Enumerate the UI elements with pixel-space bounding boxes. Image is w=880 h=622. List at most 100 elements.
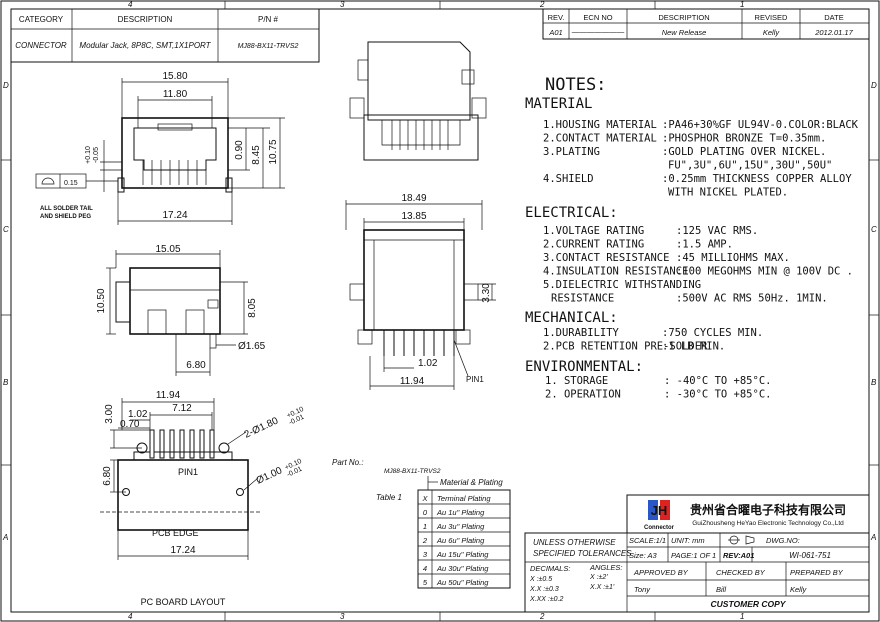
dim-front-0-15: 0.15 [64,180,78,187]
dim-front-10-75: 10.75 [268,139,279,164]
rev-col-revised: REVISED [755,13,789,22]
header-category-value: CONNECTOR [15,41,67,50]
mechanical-title: MECHANICAL: [525,310,618,326]
title-block: JH Connector 贵州省合曜电子科技有限公司 GuiZhousheng … [524,494,870,613]
material-item-key: 1.HOUSING MATERIAL [543,119,657,131]
plating-row-code: 0 [423,508,428,517]
header-pn-label: P/N # [258,15,279,24]
material-item-value: WITH NICKEL PLATED. [668,187,788,199]
dim-side-15-05: 15.05 [155,244,180,255]
decimals-2: X.X :±0.3 [529,586,559,593]
rev-row-rev: A01 [548,28,562,37]
material-item-value: :GOLD PLATING OVER NICKEL. [662,146,826,158]
zone-col-bottom-3: 3 [340,612,345,621]
rev-col-ecn: ECN NO [583,13,612,22]
customer-copy-label: CUSTOMER COPY [711,599,787,609]
plating-row-code: 2 [422,536,428,545]
notes-title: NOTES: [545,75,606,95]
dim-top-3-30: 3.30 [481,283,492,303]
dim-top-13-85: 13.85 [401,211,426,222]
zone-row-left-b: B [3,378,9,387]
notes-block: NOTES: MATERIAL 1.HOUSING MATERIAL:PA46+… [525,75,859,401]
zone-col-bottom-4: 4 [128,612,133,621]
plating-header-label: Terminal Plating [437,494,491,503]
rev-col-description: DESCRIPTION [658,13,709,22]
logo-mark-icon: JH [651,503,668,518]
material-item-key: 2.CONTACT MATERIAL [543,133,657,145]
plating-row-label: Au 50u" Plating [436,578,489,587]
zone-col-top-3: 3 [340,0,345,9]
dim-pcb-0-70: 0.70 [120,419,140,430]
dwg-no-value: WI-061-751 [789,551,831,560]
plating-row-code: 4 [423,564,427,573]
company-name-en: GuiZhousheng HeYao Electronic Technology… [692,520,844,527]
dim-pcb-1-02: 1.02 [128,409,148,420]
checked-by-label: CHECKED BY [716,568,766,577]
electrical-item-key: 3.CONTACT RESISTANCE [543,252,669,264]
profile-icon [41,177,55,185]
dim-side-dia-1-65: Ø1.65 [238,341,266,352]
scale-label: SCALE:1/1 [629,536,666,545]
environmental-title: ENVIRONMENTAL: [525,359,643,375]
environmental-item-key: 2. OPERATION [545,389,621,401]
zone-col-top-1: 1 [740,0,744,9]
part-table: Part No.: MJ88-BX11-TRVS2 Material & Pla… [332,458,511,589]
pcb-layout-view: 11.94 7.12 1.02 0.70 3.00 6.80 17.24 PIN… [100,390,305,607]
electrical-item-key: 4.INSULATION RESISTANCE [543,266,688,278]
zone-col-top-4: 4 [128,0,133,9]
mechanical-item-value: :1 LB MIN. [662,341,725,353]
mechanical-item-key: 2.PCB RETENTION PRE-SOLDER [543,341,708,353]
approved-by-label: APPROVED BY [633,568,689,577]
page-label: PAGE:1 OF 1 [671,551,716,560]
electrical-item-value: :100 MEGOHMS MIN @ 100V DC . [676,266,853,278]
angles-label: ANGLES: [589,563,623,572]
plating-row-label: Au 1u" Plating [436,508,485,517]
approved-name: Tony [634,585,651,594]
tolerance-line-2: SPECIFIED TOLERANCES [533,549,632,558]
environmental-item-value: : -30°C TO +85°C. [664,389,771,401]
dim-front-tol-minus: -0.05 [93,147,100,163]
rev-row-description: New Release [662,28,707,37]
zone-row-right-a: A [870,533,876,542]
zone-col-bottom-2: 2 [539,612,545,621]
angles-1: X :±2' [589,574,608,581]
decimals-3: X.XX :±0.2 [529,596,564,603]
electrical-item-key: RESISTANCE [551,293,614,305]
environmental-item-key: 1. STORAGE [545,375,608,387]
dim-front-8-45: 8.45 [251,145,262,165]
plating-row-code: 5 [423,578,428,587]
plating-row-label: Au 3u" Plating [436,522,485,531]
dim-side-6-80: 6.80 [186,360,206,371]
plating-header-x: X [421,494,428,503]
dim-front-tol-plus: +0.10 [85,146,92,164]
zone-row-right-d: D [871,81,877,90]
dim-side-8-05: 8.05 [247,298,258,318]
dim-top-1-02: 1.02 [418,358,438,369]
material-item-value: :PA46+30%GF UL94V-0.COLOR:BLACK [662,119,859,131]
iso-view [349,41,487,161]
top-pin1-label: PIN1 [466,375,484,384]
company-logo: JH Connector [644,500,675,531]
zone-row-left-d: D [3,81,9,90]
mechanical-item-key: 1.DURABILITY [543,327,620,339]
zone-row-right-b: B [871,378,877,387]
prepared-by-label: PREPARED BY [790,568,844,577]
dim-front-11-80: 11.80 [163,89,188,100]
electrical-title: ELECTRICAL: [525,205,618,221]
header-pn-value: MJ88-BX11-TRVS2 [238,43,299,50]
zone-row-left-c: C [3,225,9,234]
unit-label: UNIT: mm [671,536,705,545]
rev-col-rev: REV. [548,13,565,22]
rev-label: REV:A01 [723,551,754,560]
dim-pcb-11-94: 11.94 [156,390,181,401]
plating-row-label: Au 6u" Plating [436,536,485,545]
zone-row-left-a: A [2,533,8,542]
material-item-value: :0.25mm THICKNESS COPPER ALLOY [662,173,852,185]
material-item-value: :PHOSPHOR BRONZE T=0.35mm. [662,133,826,145]
dim-front-17-24: 17.24 [162,210,187,221]
electrical-item-value: :45 MILLIOHMS MAX. [676,252,790,264]
decimals-1: X :±0.5 [529,576,552,583]
electrical-item-value: :125 VAC RMS. [676,225,758,237]
